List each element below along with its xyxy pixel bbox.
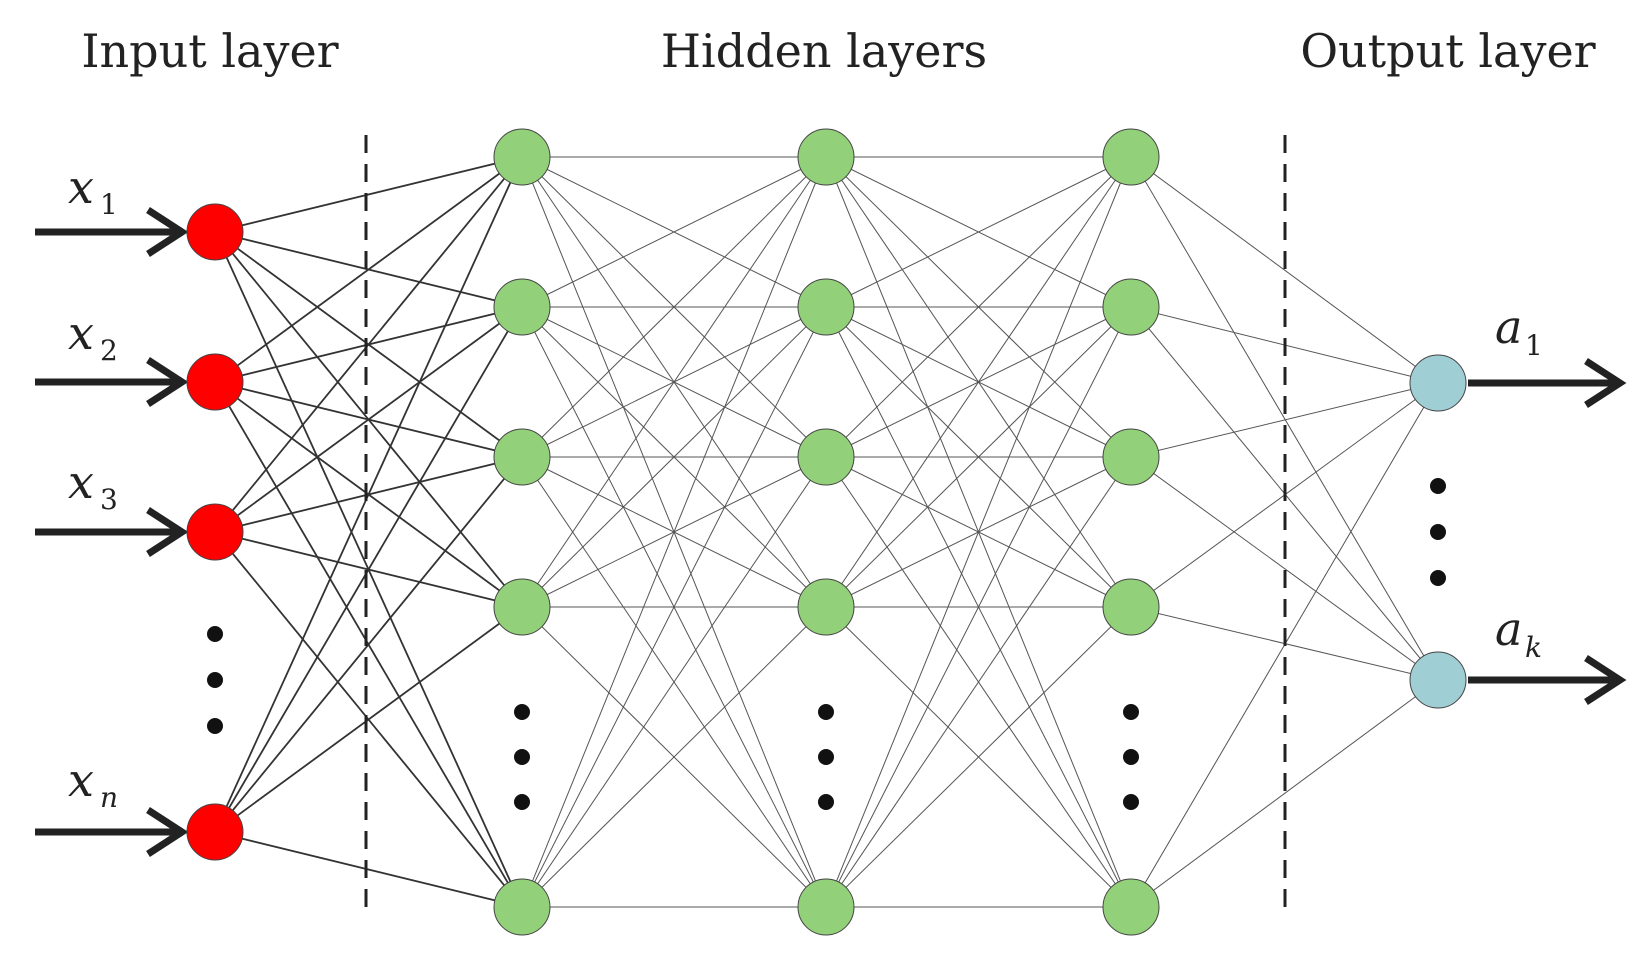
output-layer-title: Output layer xyxy=(1300,24,1595,78)
hidden-node xyxy=(1102,278,1160,336)
hidden-node xyxy=(1102,878,1160,936)
hidden-ellipsis-dot xyxy=(514,749,530,765)
edge-line xyxy=(214,156,523,833)
input-node xyxy=(186,803,244,861)
edge-line xyxy=(1130,156,1439,384)
hidden-node xyxy=(493,878,551,936)
hidden-node xyxy=(797,428,855,486)
edge-line xyxy=(825,156,1132,908)
edge-line xyxy=(521,156,827,608)
edge-line xyxy=(1130,156,1439,681)
hidden-node xyxy=(493,128,551,186)
edge-line xyxy=(825,156,1132,608)
input-ellipsis-dot xyxy=(207,672,223,688)
edge-line xyxy=(825,156,1132,458)
input-arrow-head xyxy=(146,507,189,557)
hidden-ellipsis-dot xyxy=(1123,794,1139,810)
layer-dividers xyxy=(364,135,1287,910)
edge-line xyxy=(521,606,827,908)
edge-line xyxy=(521,306,827,908)
edge-line xyxy=(214,306,523,833)
hidden-layers-title: Hidden layers xyxy=(661,24,987,78)
edge-line xyxy=(825,456,1132,908)
io-arrows xyxy=(35,207,1627,857)
edge-line xyxy=(214,156,523,383)
input-label-sub: n xyxy=(100,781,118,814)
edge-line xyxy=(1130,382,1439,458)
input-label-var: x xyxy=(68,306,94,360)
hidden-ellipsis-dot xyxy=(1123,749,1139,765)
output-ellipsis-dot xyxy=(1430,524,1446,540)
hidden-node xyxy=(797,278,855,336)
output-node xyxy=(1409,354,1467,412)
input-arrow-head xyxy=(146,807,189,857)
output-labels: a 1 a k xyxy=(1495,300,1543,664)
hidden-node xyxy=(493,578,551,636)
hidden-node xyxy=(493,428,551,486)
edge-line xyxy=(1130,679,1439,908)
hidden-ellipsis-dot xyxy=(1123,704,1139,720)
input-layer-title: Input layer xyxy=(81,24,338,78)
edge-line xyxy=(825,606,1132,908)
input-arrow-head xyxy=(146,357,189,407)
input-node xyxy=(186,503,244,561)
hidden-node xyxy=(1102,578,1160,636)
edge-line xyxy=(521,156,827,458)
edge-line xyxy=(825,306,1132,908)
output-ellipsis-dot xyxy=(1430,570,1446,586)
input-arrow-head xyxy=(146,207,189,257)
input-label-var: x xyxy=(68,753,94,807)
hidden-node xyxy=(1102,428,1160,486)
hidden-ellipsis-dot xyxy=(818,794,834,810)
hidden-node xyxy=(1102,128,1160,186)
output-arrow-head xyxy=(1584,358,1627,408)
input-node xyxy=(186,203,244,261)
connection-edges xyxy=(214,156,1439,908)
output-label-sub: 1 xyxy=(1525,329,1543,362)
edge-line xyxy=(214,606,523,833)
input-ellipsis-dot xyxy=(207,626,223,642)
output-node xyxy=(1409,651,1467,709)
input-label-var: x xyxy=(68,160,94,214)
edge-line xyxy=(214,306,523,533)
edge-line xyxy=(521,306,827,608)
output-label-sub: k xyxy=(1525,631,1542,664)
hidden-node xyxy=(797,878,855,936)
edge-line xyxy=(214,831,523,908)
hidden-node xyxy=(493,278,551,336)
edge-line xyxy=(214,156,523,533)
edge-line xyxy=(1130,456,1439,681)
input-node xyxy=(186,353,244,411)
edge-line xyxy=(214,156,523,233)
input-labels: x 1 x 2 x 3 x n xyxy=(68,160,118,814)
hidden-ellipsis-dot xyxy=(514,704,530,720)
hidden-ellipsis-dot xyxy=(818,749,834,765)
output-label-var: a xyxy=(1495,300,1522,354)
input-label-sub: 2 xyxy=(100,334,118,367)
input-label-sub: 3 xyxy=(100,483,118,516)
ellipsis-dots xyxy=(207,478,1446,810)
edge-line xyxy=(214,456,523,833)
input-label-var: x xyxy=(68,455,94,509)
hidden-node xyxy=(797,128,855,186)
hidden-node xyxy=(797,578,855,636)
hidden-ellipsis-dot xyxy=(514,794,530,810)
network-nodes xyxy=(186,128,1467,936)
output-arrow-head xyxy=(1584,655,1627,705)
edge-line xyxy=(825,156,1132,308)
output-ellipsis-dot xyxy=(1430,478,1446,494)
input-label-sub: 1 xyxy=(100,188,118,221)
hidden-ellipsis-dot xyxy=(818,704,834,720)
edge-line xyxy=(521,456,827,908)
output-label-var: a xyxy=(1495,602,1522,656)
edge-line xyxy=(521,156,827,308)
edge-line xyxy=(521,156,827,908)
edge-line xyxy=(825,306,1132,608)
input-ellipsis-dot xyxy=(207,718,223,734)
